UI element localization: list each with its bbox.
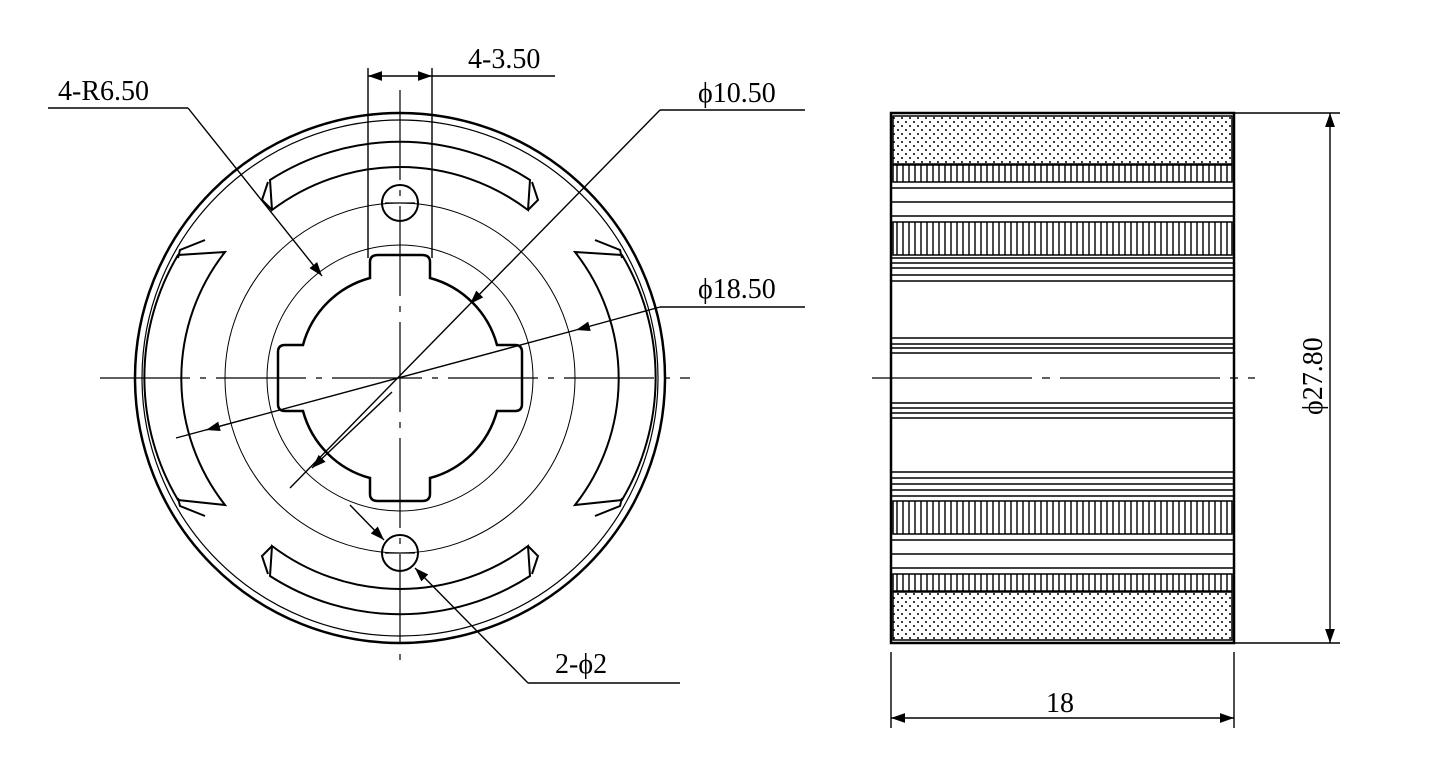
band-hatch-top-thin [892,164,1233,183]
front-view: 4-3.50 4-R6.50 ϕ10.50 ϕ18.50 [48,44,805,684]
band-hatch-bottom-thin [892,573,1233,592]
central-bore [276,253,524,503]
dim-inner-diameter [289,109,805,489]
band-dotted-bottom [892,591,1233,641]
band-hatch-top-wide [892,221,1233,256]
label-width: 18 [1046,688,1074,719]
band-dotted-top [892,115,1233,165]
label-mid-diameter: ϕ18.50 [698,274,776,305]
dim-slot-width [367,68,555,258]
dim-notch-radius [48,107,323,277]
band-hatch-bottom-wide [892,500,1233,535]
magnet-segments [143,140,657,616]
dim-outer-diameter [1234,112,1340,644]
label-outer-diameter: ϕ27.80 [1298,337,1329,415]
front-centerlines [100,90,690,665]
dim-mid-diameter [175,306,805,439]
dim-holes [349,504,680,684]
label-holes: 2-ϕ2 [555,649,607,680]
dim-width [890,652,1235,728]
label-slot-width: 4-3.50 [468,44,540,75]
label-notch-radius: 4-R6.50 [58,76,149,107]
label-inner-diameter: ϕ10.50 [698,78,776,109]
side-lamination-lines [891,187,1234,569]
side-view: ϕ27.80 18 [872,111,1340,728]
